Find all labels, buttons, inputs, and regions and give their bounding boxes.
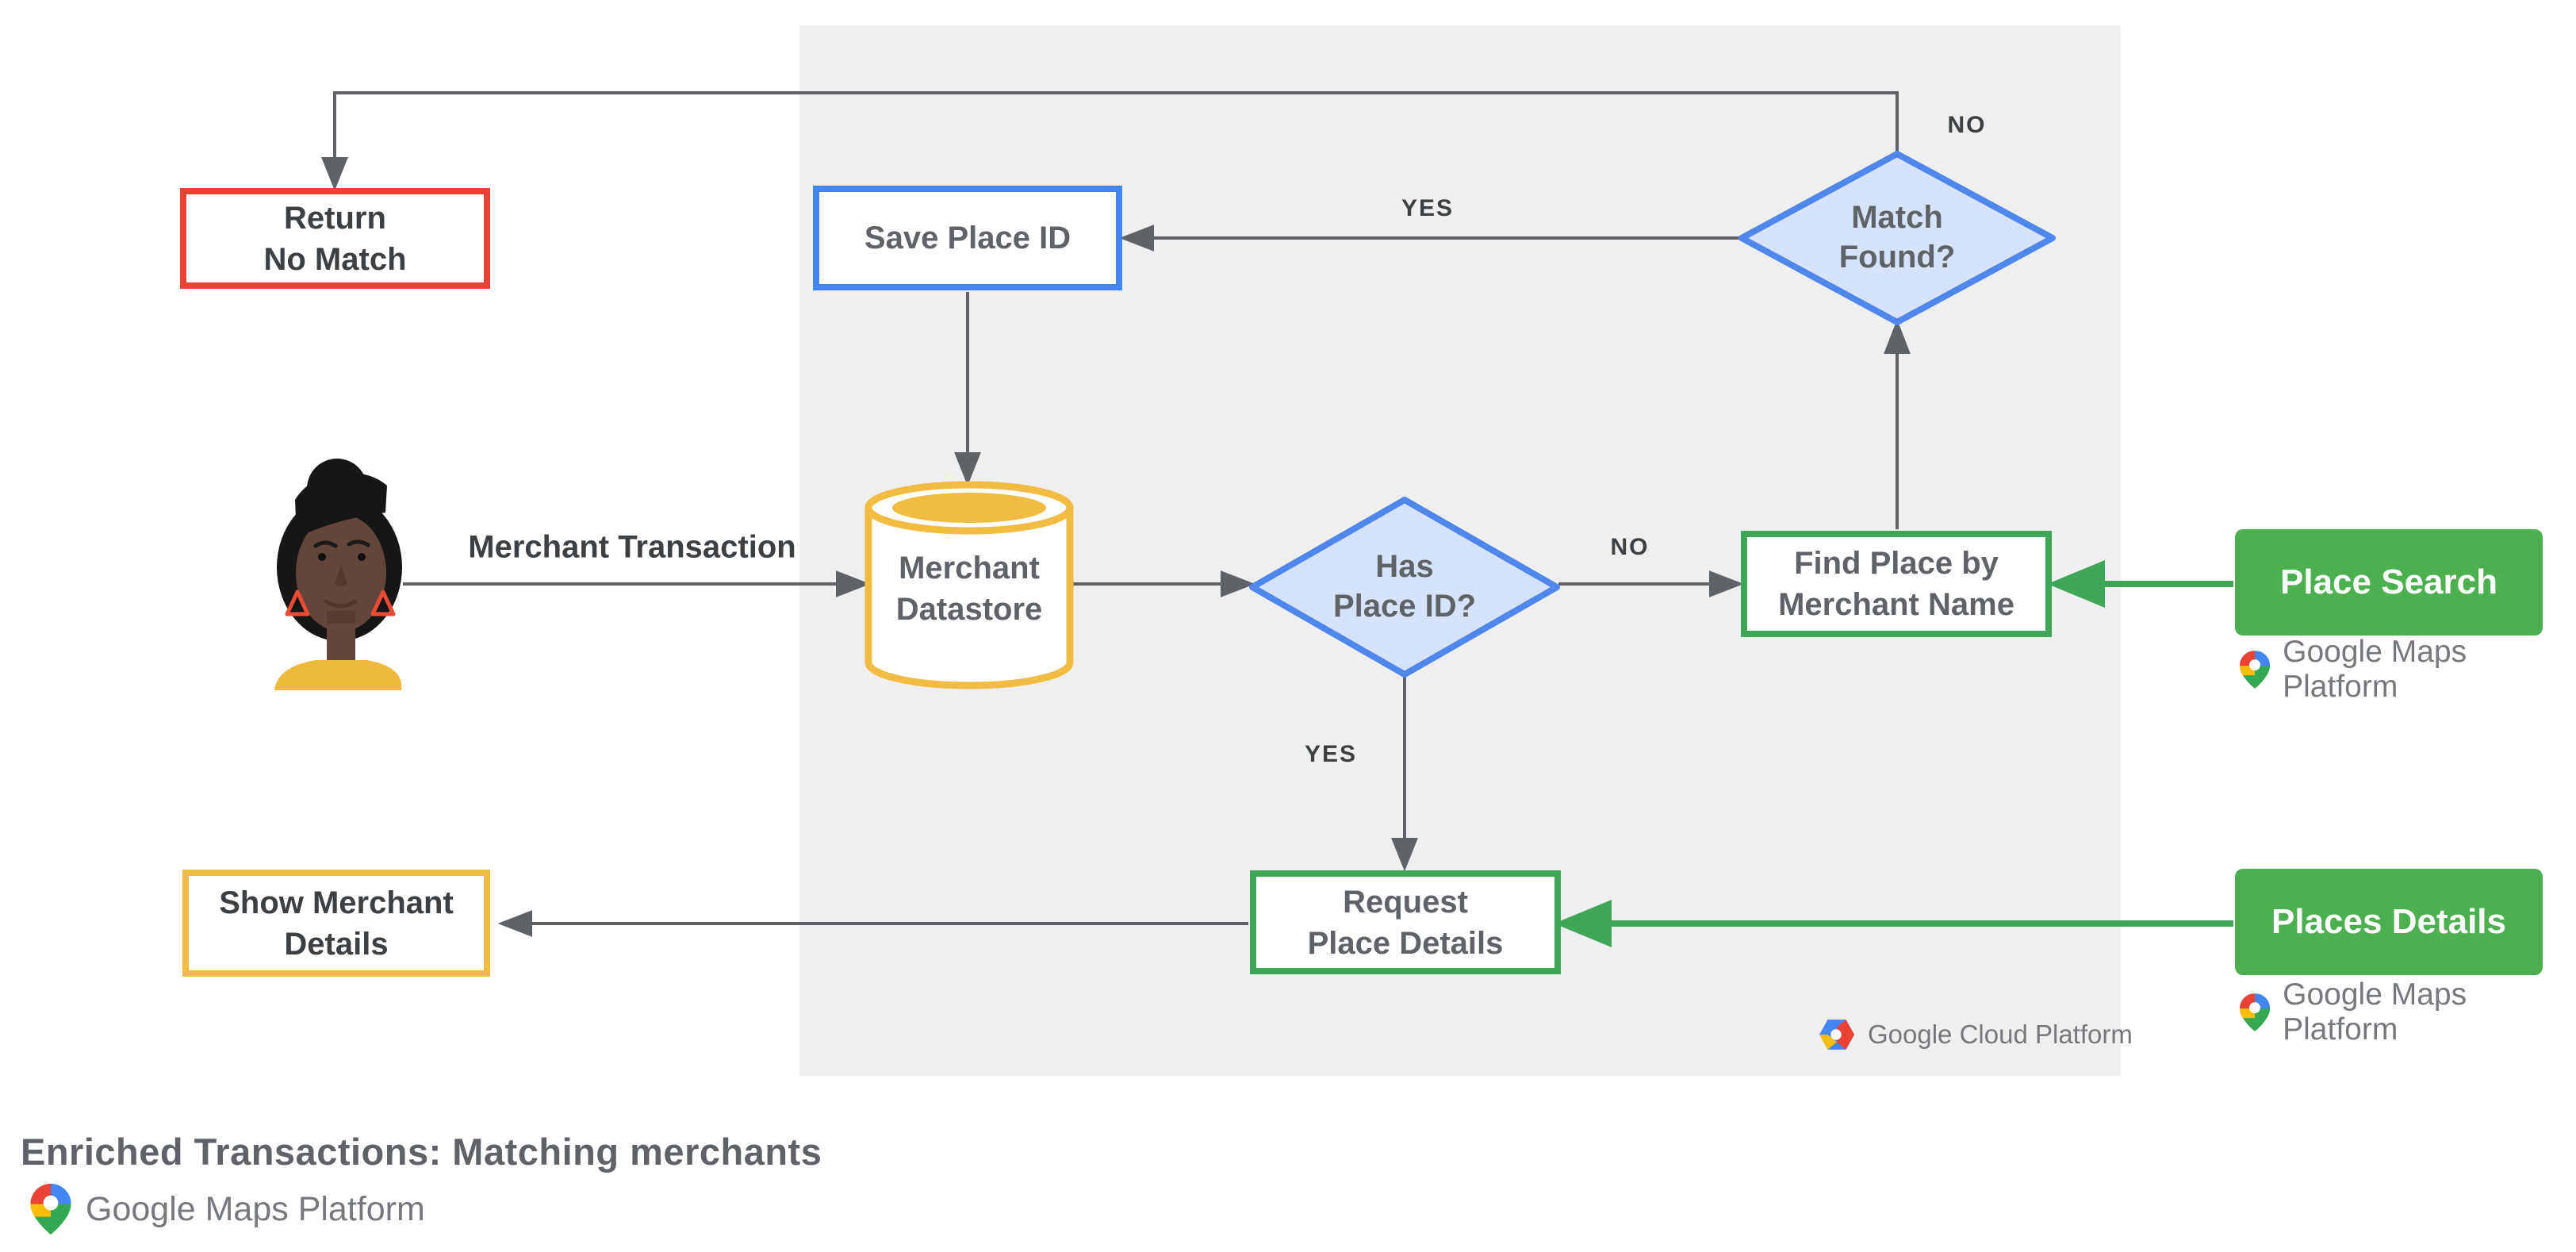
user-avatar	[274, 459, 402, 690]
node-label: Request	[1343, 884, 1468, 920]
google-maps-pin-icon	[30, 1184, 71, 1235]
google-maps-pin-icon	[2240, 650, 2270, 689]
place-search-api-chip: Place Search	[2235, 529, 2543, 636]
node-label: Return	[284, 200, 386, 236]
node-label: Find Place by	[1794, 546, 1999, 581]
gmp-lockup-text: Google Maps Platform	[86, 1189, 425, 1228]
label-merchant-transaction: Merchant Transaction	[468, 529, 796, 565]
node-find-place-by-merchant-name: Find Place by Merchant Name	[1741, 531, 2052, 637]
decision-match-found-label: Match Found?	[1838, 200, 1956, 275]
node-label: Save Place ID	[864, 221, 1071, 255]
gmp-lockup-place-search: Google Maps Platform	[2240, 635, 2576, 705]
google-maps-pin-icon	[2240, 993, 2270, 1032]
node-return-no-match: Return No Match	[180, 188, 490, 289]
node-request-place-details: Request Place Details	[1250, 870, 1561, 974]
node-label: No Match	[263, 241, 407, 277]
places-details-api-chip: Places Details	[2235, 869, 2543, 975]
gcp-lockup-text: Google Cloud Platform	[1868, 1020, 2133, 1049]
node-save-place-id: Save Place ID	[813, 186, 1122, 290]
label-no-top: NO	[1947, 112, 1987, 138]
node-label: Show Merchant	[219, 885, 454, 920]
label-no-has-place: NO	[1610, 534, 1650, 560]
label-yes-has-place: YES	[1304, 741, 1358, 767]
gmp-lockup-text: Google Maps Platform	[2283, 635, 2467, 704]
gcp-lockup: Google Cloud Platform	[1819, 1019, 2133, 1050]
diagram-title: Enriched Transactions: Matching merchant…	[21, 1131, 822, 1173]
node-merchant-datastore-label: Merchant Datastore	[895, 551, 1043, 627]
label-yes-match: YES	[1401, 195, 1455, 221]
arrow-merchant-transaction	[403, 570, 871, 597]
decision-has-place-id-label: Has Place ID?	[1332, 549, 1477, 624]
node-label: Merchant Name	[1778, 587, 2014, 622]
google-cloud-hexagon-icon	[1819, 1020, 1854, 1050]
node-label: Details	[284, 926, 389, 962]
gmp-lockup-places-details: Google Maps Platform	[2240, 977, 2576, 1047]
node-show-merchant-details: Show Merchant Details	[182, 870, 490, 977]
gmp-lockup-footer: Google Maps Platform	[30, 1184, 425, 1235]
node-label: Place Details	[1307, 925, 1504, 961]
gmp-lockup-text: Google Maps Platform	[2283, 977, 2467, 1047]
